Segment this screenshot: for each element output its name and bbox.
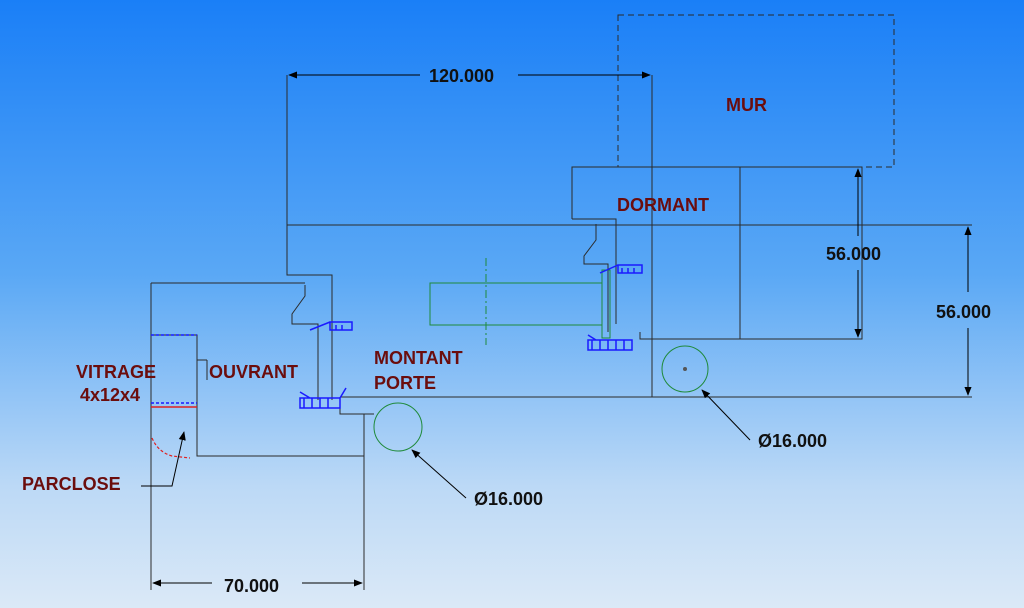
roller-left: [373, 402, 423, 452]
label-montant-1: MONTANT: [374, 348, 463, 368]
dimension-height-dormant-value: 56.000: [826, 244, 881, 264]
label-vitrage-1: VITRAGE: [76, 362, 156, 382]
label-mur: MUR: [726, 95, 767, 115]
roller-right: [661, 345, 709, 393]
parclose-leader: [141, 431, 186, 487]
label-ouvrant: OUVRANT: [209, 362, 298, 382]
label-vitrage-2: 4x12x4: [80, 385, 140, 405]
diameter-leaders: [411, 389, 751, 499]
label-parclose: PARCLOSE: [22, 474, 121, 494]
label-dormant: DORMANT: [617, 195, 709, 215]
dormant-frame: [571, 75, 863, 397]
dimension-height-total-value: 56.000: [936, 302, 991, 322]
dimension-width-top-value: 120.000: [429, 66, 494, 86]
hinge-pin: [429, 258, 611, 345]
roller-right-center: [683, 367, 687, 371]
wall-outline: [617, 14, 895, 168]
ouvrant-sash: [150, 75, 374, 590]
label-montant-2: PORTE: [374, 373, 436, 393]
diameter-right-value: Ø16.000: [758, 431, 827, 451]
diameter-left-value: Ø16.000: [474, 489, 543, 509]
parclose-profile: [151, 437, 191, 459]
gasket-profiles: [299, 264, 643, 409]
vitrage-glazing: [151, 334, 197, 408]
dimension-width-bottom-value: 70.000: [224, 576, 279, 596]
